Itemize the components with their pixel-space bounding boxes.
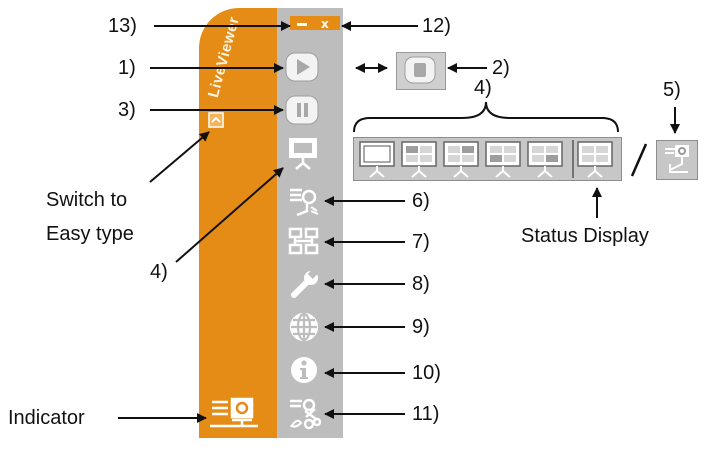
switch-easy-type-label-line1: Switch to bbox=[46, 189, 128, 211]
mode-quad-4-icon bbox=[527, 141, 563, 178]
info-icon bbox=[291, 357, 317, 383]
mode-single-icon bbox=[359, 141, 395, 178]
pause-button[interactable] bbox=[285, 95, 319, 125]
mode-quad-1-icon bbox=[401, 141, 437, 178]
switch-easy-type-button[interactable] bbox=[208, 112, 224, 128]
projector-select-icon bbox=[290, 188, 319, 217]
indicator-icon bbox=[210, 397, 258, 428]
network-button[interactable] bbox=[287, 226, 321, 256]
close-icon: x bbox=[321, 17, 329, 31]
pause-icon bbox=[297, 103, 308, 117]
bracket-4 bbox=[353, 101, 619, 133]
mode-status-icon bbox=[577, 141, 613, 178]
callout-9: 9) bbox=[412, 316, 430, 338]
indicator-label: Indicator bbox=[8, 407, 85, 429]
callout-13: 13) bbox=[108, 15, 137, 37]
stop-button[interactable] bbox=[404, 56, 436, 84]
globe-icon bbox=[289, 312, 319, 342]
callout-6: 6) bbox=[412, 190, 430, 212]
callout-4-top: 4) bbox=[474, 77, 492, 99]
settings-button[interactable] bbox=[289, 268, 323, 298]
disconnect-icon bbox=[290, 398, 322, 430]
callout-11: 11) bbox=[412, 403, 440, 425]
callout-2: 2) bbox=[492, 57, 510, 79]
mode-quad-3-icon bbox=[485, 141, 521, 178]
mode-quad-2-icon bbox=[443, 141, 479, 178]
projector-select-alt-button[interactable] bbox=[662, 144, 692, 176]
info-button[interactable] bbox=[289, 355, 323, 385]
projector-select-button[interactable] bbox=[287, 185, 321, 217]
callout-10: 10) bbox=[412, 362, 441, 384]
indicator bbox=[210, 397, 258, 428]
callout-12: 12) bbox=[422, 15, 451, 37]
callout-5: 5) bbox=[663, 79, 681, 101]
play-icon bbox=[297, 59, 310, 75]
stop-icon bbox=[414, 63, 426, 77]
display-mode-button[interactable] bbox=[288, 137, 322, 170]
disconnect-button[interactable] bbox=[287, 397, 322, 430]
window-controls: x bbox=[297, 17, 329, 31]
callout-8: 8) bbox=[412, 273, 430, 295]
projector-select-icon bbox=[665, 145, 689, 173]
play-button[interactable] bbox=[285, 52, 319, 82]
display-mode-options bbox=[359, 140, 613, 178]
display-mode-icon bbox=[289, 138, 317, 170]
callout-3: 3) bbox=[118, 99, 136, 121]
minimize-icon bbox=[297, 23, 307, 26]
app-sidebar-orange bbox=[199, 8, 277, 438]
callout-4-side: 4) bbox=[150, 261, 168, 283]
callout-1: 1) bbox=[118, 57, 136, 79]
web-button[interactable] bbox=[288, 311, 322, 342]
network-icon bbox=[288, 227, 319, 255]
title-bar bbox=[290, 16, 340, 30]
switch-easy-type-label-line2: Easy type bbox=[46, 223, 134, 245]
status-display-label: Status Display bbox=[521, 225, 649, 247]
callout-7: 7) bbox=[412, 231, 430, 253]
slash-separator bbox=[630, 143, 648, 177]
